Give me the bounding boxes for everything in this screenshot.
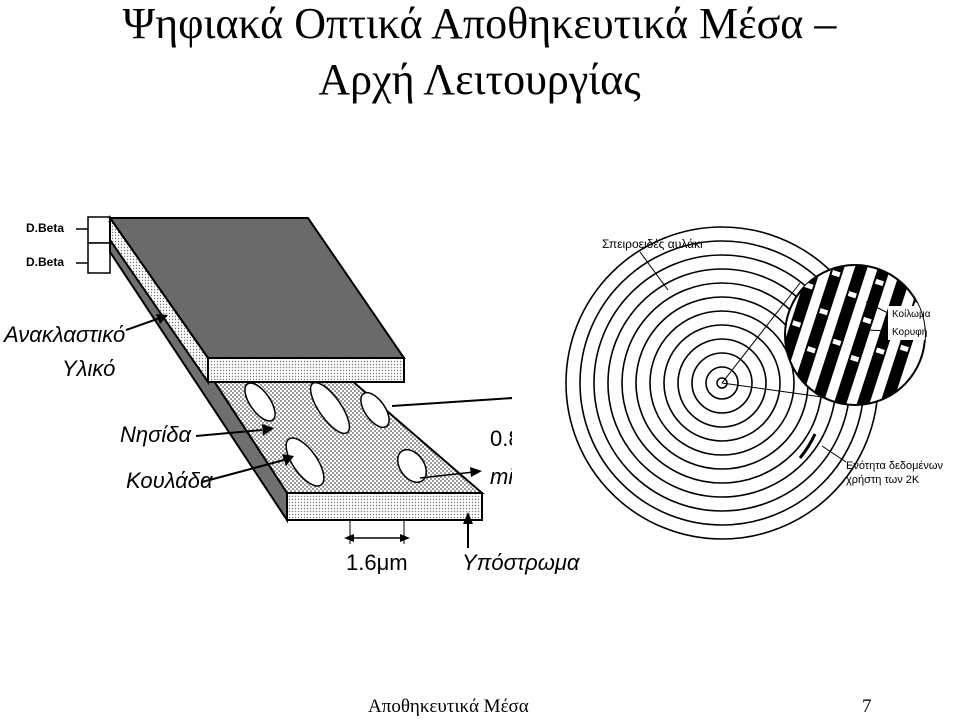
layer-tag-top: D.Beta <box>26 221 64 235</box>
spiral-disc-view: Σπειροειδές αυλάκι Ενότητα δεδομένων χρή… <box>512 226 958 540</box>
label-layer-front <box>207 357 405 383</box>
title-line-2: Αρχή Λειτουργίας <box>318 55 641 104</box>
label-land: Νησίδα <box>120 422 192 447</box>
title-line-1: Ψηφιακά Οπτικά Αποθηκευτικά Μέσα – <box>122 0 837 48</box>
data-unit-line2: χρήστη των 2K <box>846 474 920 486</box>
zoomed-tracks <box>785 265 925 405</box>
slide-title: Ψηφιακά Οπτικά Αποθηκευτικά Μέσα – Αρχή … <box>0 0 959 108</box>
optical-disc-diagram: D.Beta D.Beta Ανακλαστικό Υλικό Νησίδα <box>2 214 958 575</box>
data-unit-line1: Ενότητα δεδομένων <box>846 460 943 472</box>
layer-tag-bottom: D.Beta <box>26 255 64 269</box>
bottom-labels: 1.6μm Υπόστρωμα <box>344 512 581 575</box>
substrate-front-face <box>286 492 483 521</box>
pits <box>244 381 428 487</box>
label-track-pitch: 1.6μm <box>346 550 408 575</box>
label-substrate: Υπόστρωμα <box>462 550 581 575</box>
page-number: 7 <box>862 696 872 717</box>
label-pit: Κουλάδα <box>126 468 214 493</box>
layer-tags: D.Beta D.Beta <box>26 216 111 274</box>
label-reflective-line1: Ανακλαστικό <box>2 322 125 347</box>
left-labels: Ανακλαστικό Υλικό Νησίδα Κουλάδα <box>2 314 294 493</box>
label-peak-zoom: Κορυφή <box>892 326 927 338</box>
label-reflective-line2: Υλικό <box>62 356 115 381</box>
disc-cross-section <box>108 214 485 524</box>
footer-text: Αποθηκευτικά Μέσα <box>368 696 529 717</box>
spiral-title: Σπειροειδές αυλάκι <box>602 237 703 251</box>
label-pit-zoom: Κοίλωμα <box>892 308 931 320</box>
